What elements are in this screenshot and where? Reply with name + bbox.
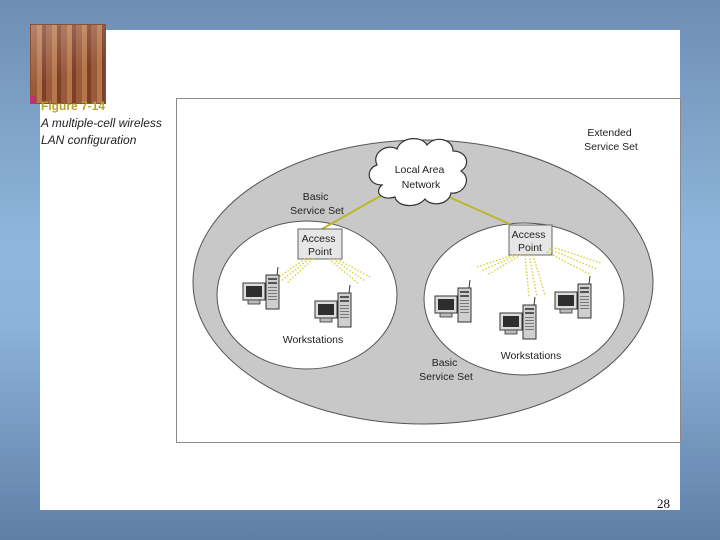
access-point-right [508, 224, 553, 256]
book-cover-logo [30, 24, 106, 104]
access-point-right-label: Access Point [512, 229, 549, 254]
bss-right-label: Basic Service Set [419, 357, 473, 383]
lan-cloud [368, 138, 468, 207]
basic-service-set-left [216, 220, 398, 370]
bss-left-label: Basic Service Set [290, 191, 344, 217]
link-right [448, 196, 513, 226]
figure-description: A multiple-cell wireless LAN configurati… [41, 116, 162, 147]
wireless-signals [275, 246, 602, 298]
network-diagram: Extended Service Set Local Area Network … [176, 98, 681, 443]
access-point-left [297, 228, 343, 260]
diagram-svg: Extended Service Set Local Area Network … [192, 127, 654, 425]
ess-label: Extended Service Set [584, 127, 638, 153]
page-number: 28 [657, 496, 670, 511]
logo-accent [30, 96, 36, 104]
lan-label: Local Area Network [395, 164, 448, 191]
workstations-right-label: Workstations [501, 350, 562, 362]
link-left [321, 194, 383, 230]
figure-number: Figure 7-14 [41, 99, 106, 113]
figure-caption: Figure 7-14 A multiple-cell wireless LAN… [41, 98, 171, 149]
workstations-left-label: Workstations [283, 334, 344, 346]
access-point-left-label: Access Point [302, 233, 339, 258]
basic-service-set-right [423, 222, 625, 376]
